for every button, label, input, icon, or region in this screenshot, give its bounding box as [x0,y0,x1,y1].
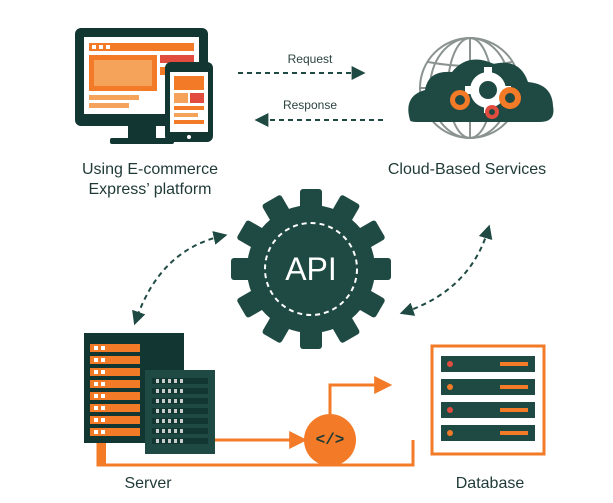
server-label: Server [124,475,172,492]
code-label: </> [315,431,345,449]
database-label: Database [455,475,525,492]
client-label: Using E-commerce Express’ platform [52,160,248,200]
client-label-line2: Express’ platform [88,181,212,198]
server-slot [90,392,140,400]
database-slot [441,402,535,418]
server-slot [90,428,140,436]
server-slot [90,344,140,352]
gear-icon [231,189,391,349]
response-label: Response [282,98,338,112]
code-database-line [328,376,393,414]
server-slot [90,380,140,388]
database-slot [441,425,535,441]
server-rack-icon [84,333,215,465]
code-icon [304,414,356,466]
client-api-connector [132,231,228,326]
cloud-label: Cloud-Based Services [387,161,547,178]
api-label: API [285,251,337,287]
server-slot [90,356,140,364]
database-slot [441,356,535,372]
database-icon [430,344,546,456]
server-slot [90,368,140,376]
server-code-line [96,431,415,467]
server-slot [90,416,140,424]
server-slot [90,404,140,412]
database-slot [441,379,535,395]
cloud-gears-globe-icon [408,37,554,139]
client-label-line1: Using E-commerce [81,161,219,178]
cloud-api-connector [399,224,493,316]
request-label: Request [287,52,333,66]
monitor-and-phone-icon [75,28,213,144]
